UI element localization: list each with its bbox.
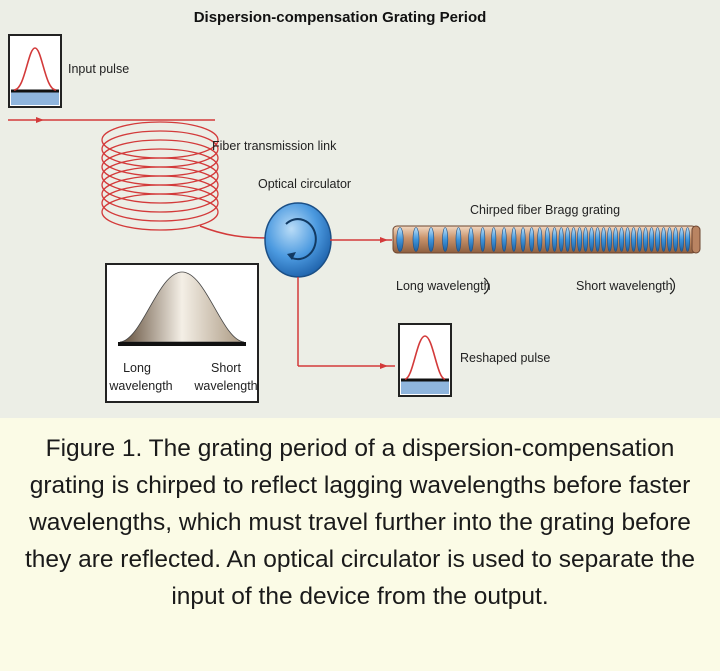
grating-band bbox=[480, 227, 486, 252]
grating-band bbox=[455, 227, 462, 252]
grating-band bbox=[442, 227, 449, 252]
grating-band bbox=[552, 227, 558, 252]
grating-band bbox=[637, 227, 643, 252]
grating-band bbox=[520, 227, 526, 252]
reshaped-pulse-box bbox=[398, 323, 452, 397]
grating-band bbox=[679, 227, 685, 252]
grating-band bbox=[595, 227, 601, 252]
long-wavelength-label: Long wavelength bbox=[396, 279, 491, 293]
grating-band bbox=[625, 227, 631, 252]
grating-band bbox=[601, 227, 607, 252]
grating-band bbox=[537, 227, 543, 252]
grating-band bbox=[667, 227, 673, 252]
spectrum-inset: Long wavelength Short wavelength bbox=[105, 263, 259, 403]
inset-long-label-1: Long bbox=[123, 361, 151, 375]
grating-band bbox=[529, 227, 535, 252]
output-arrow-icon bbox=[380, 363, 388, 369]
coil-to-circulator-fiber bbox=[199, 225, 269, 239]
grating-band bbox=[468, 227, 474, 252]
grating-band bbox=[558, 227, 564, 252]
grating-label: Chirped fiber Bragg grating bbox=[470, 203, 620, 217]
grating-band bbox=[589, 227, 595, 252]
grating-band bbox=[685, 227, 691, 252]
fiber-link-label: Fiber transmission link bbox=[212, 139, 337, 153]
grating-band bbox=[631, 227, 637, 252]
grating-arrow-icon bbox=[380, 237, 388, 243]
input-pulse-label: Input pulse bbox=[68, 62, 129, 76]
grating-band bbox=[649, 227, 655, 252]
circulator-label: Optical circulator bbox=[258, 177, 351, 191]
grating-bands bbox=[396, 227, 691, 252]
bragg-grating bbox=[392, 225, 701, 254]
grating-band bbox=[673, 227, 679, 252]
grating-band bbox=[571, 227, 577, 252]
reshaped-pulse-curve bbox=[404, 335, 446, 380]
inset-long-label-2: wavelength bbox=[108, 379, 172, 393]
long-wavelength-arrow-icon bbox=[483, 277, 490, 295]
caption-box: Figure 1. The grating period of a disper… bbox=[0, 418, 720, 671]
inset-short-label-1: Short bbox=[211, 361, 241, 375]
short-wavelength-arrow-icon bbox=[669, 277, 676, 295]
inset-short-label-2: wavelength bbox=[193, 379, 257, 393]
grating-band bbox=[613, 227, 619, 252]
diagram-panel: Dispersion-compensation Grating Period I… bbox=[0, 0, 720, 418]
grating-band bbox=[661, 227, 667, 252]
grating-band bbox=[544, 227, 550, 252]
input-pulse-curve bbox=[13, 47, 57, 91]
optical-circulator bbox=[264, 202, 332, 278]
grating-band bbox=[396, 227, 404, 252]
grating-band bbox=[655, 227, 661, 252]
grating-band bbox=[501, 227, 507, 252]
grating-band bbox=[511, 227, 517, 252]
fiber-coil bbox=[101, 121, 219, 231]
grating-band bbox=[412, 227, 420, 252]
grating-band bbox=[583, 227, 589, 252]
grating-band bbox=[565, 227, 571, 252]
circulator-rotation-icon bbox=[285, 218, 317, 261]
figure-caption: Figure 1. The grating period of a disper… bbox=[24, 435, 696, 610]
input-pulse-box bbox=[8, 34, 62, 108]
grating-band bbox=[427, 227, 435, 252]
diagram-title: Dispersion-compensation Grating Period bbox=[194, 9, 487, 26]
reshaped-pulse-label: Reshaped pulse bbox=[460, 351, 550, 365]
input-arrow-icon bbox=[36, 117, 44, 123]
inset-pulse-spectrum bbox=[119, 271, 245, 343]
grating-band bbox=[491, 227, 497, 252]
grating-band bbox=[607, 227, 613, 252]
short-wavelength-label: Short wavelength bbox=[576, 279, 673, 293]
grating-band bbox=[643, 227, 649, 252]
diagram-svg: Dispersion-compensation Grating Period I… bbox=[8, 9, 701, 403]
grating-band bbox=[619, 227, 625, 252]
grating-band bbox=[577, 227, 583, 252]
